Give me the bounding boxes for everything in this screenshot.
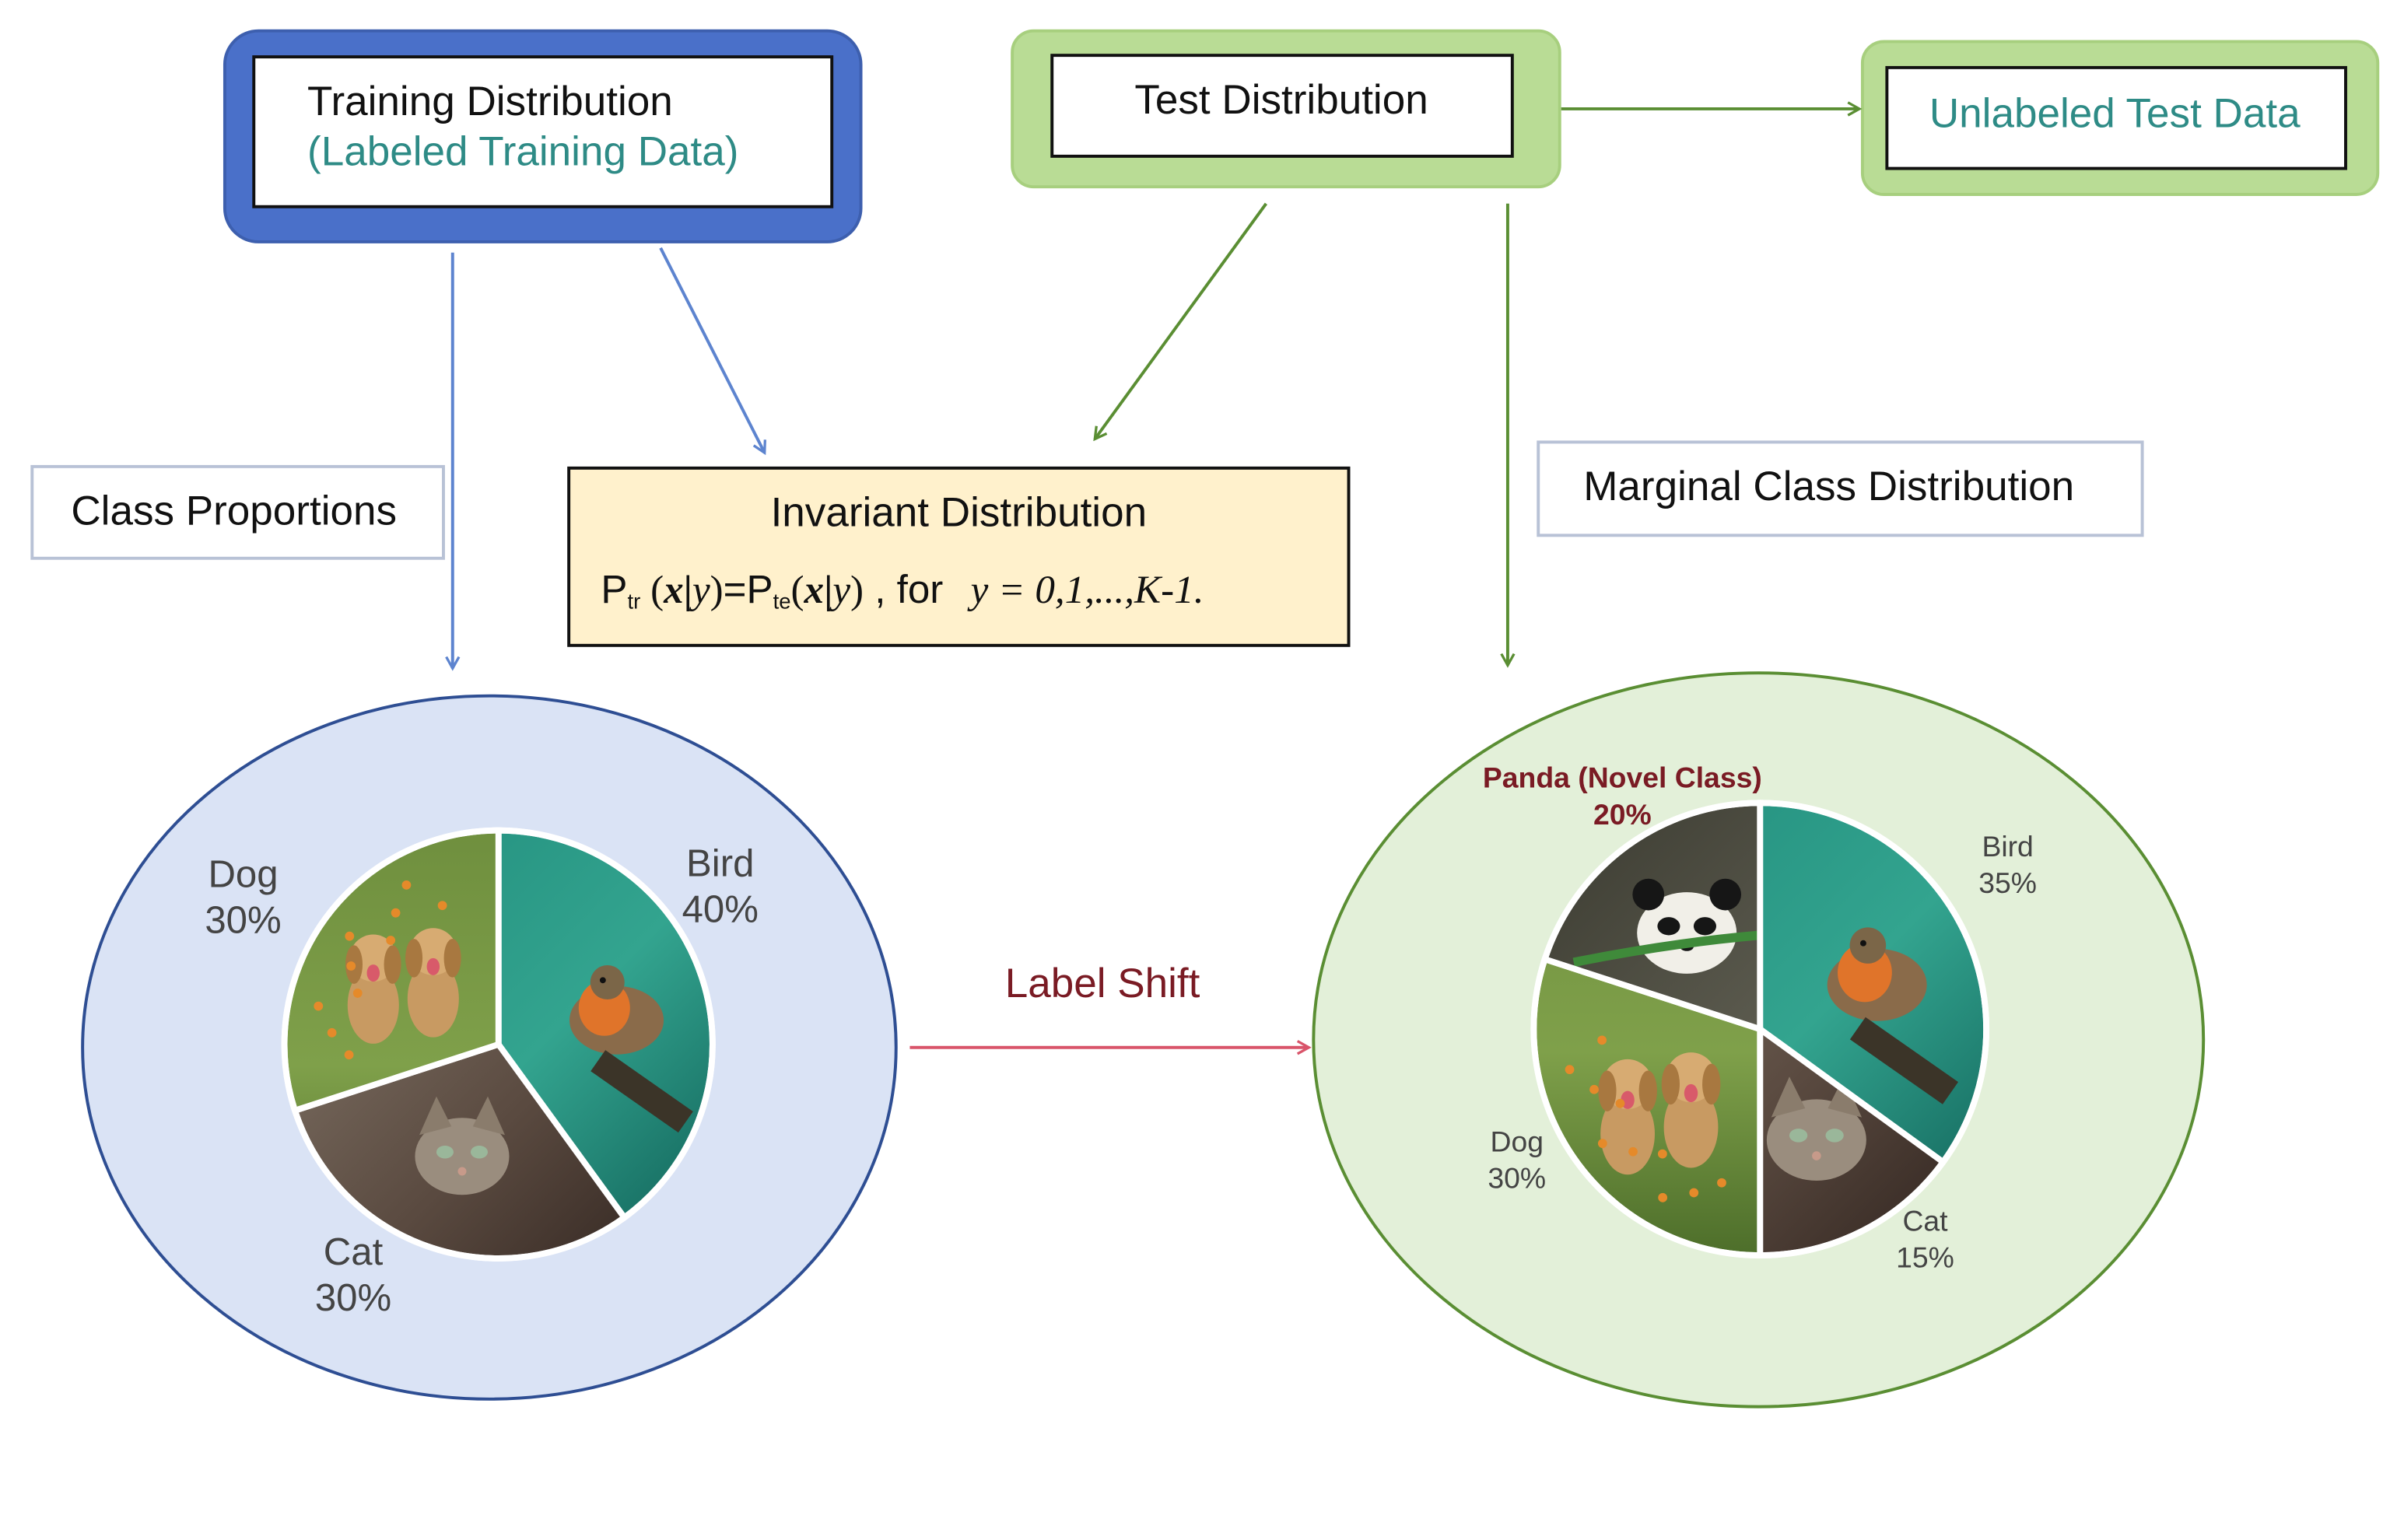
test-title: Test Distribution xyxy=(1134,77,1428,123)
train-cat-label: Cat xyxy=(324,1231,384,1273)
label-shift-text: Label Shift xyxy=(1005,961,1200,1006)
train-dog-label: Dog xyxy=(208,853,278,895)
test-dog-label: Dog xyxy=(1490,1125,1543,1157)
arrow-train-to-invariant xyxy=(659,247,765,453)
test-cat-pct: 15% xyxy=(1896,1241,1954,1274)
pie-rim xyxy=(1530,800,1990,1258)
test-dog-pct: 30% xyxy=(1488,1162,1546,1195)
test-bird-pct: 35% xyxy=(1978,866,2037,899)
pie-rim xyxy=(281,827,716,1262)
class-proportions-box: Class Proportions xyxy=(30,464,445,560)
test-cat-label: Cat xyxy=(1902,1205,1948,1237)
invariant-distribution-box: Invariant Distribution Ptr (x|y)=Pte(x|y… xyxy=(567,466,1351,647)
train-bird-label: Bird xyxy=(686,843,754,885)
marginal-label: Marginal Class Distribution xyxy=(1583,464,2074,509)
marginal-class-distribution-box: Marginal Class Distribution xyxy=(1537,440,2144,537)
test-bird-label: Bird xyxy=(1982,830,2033,863)
training-distribution-box: Training Distribution (Labeled Training … xyxy=(223,29,863,243)
class-proportions-label: Class Proportions xyxy=(71,488,397,534)
training-subtitle: (Labeled Training Data) xyxy=(307,129,738,175)
training-title: Training Distribution xyxy=(307,79,673,124)
test-distribution-box: Test Distribution xyxy=(1011,29,1561,189)
invariant-title: Invariant Distribution xyxy=(771,490,1148,536)
train-pie-chart xyxy=(281,827,716,1262)
unlabeled-title: Unlabeled Test Data xyxy=(1929,91,2301,137)
test-panda-label: Panda (Novel Class) xyxy=(1483,761,1762,794)
arrow-test-to-invariant xyxy=(1095,202,1267,439)
train-bird-pct: 40% xyxy=(682,889,759,931)
unlabeled-test-data-box: Unlabeled Test Data xyxy=(1860,40,2380,196)
train-cat-pct: 30% xyxy=(315,1277,391,1319)
train-dog-pct: 30% xyxy=(205,899,281,941)
test-panda-pct: 20% xyxy=(1593,798,1652,831)
test-pie-chart xyxy=(1530,800,1990,1258)
